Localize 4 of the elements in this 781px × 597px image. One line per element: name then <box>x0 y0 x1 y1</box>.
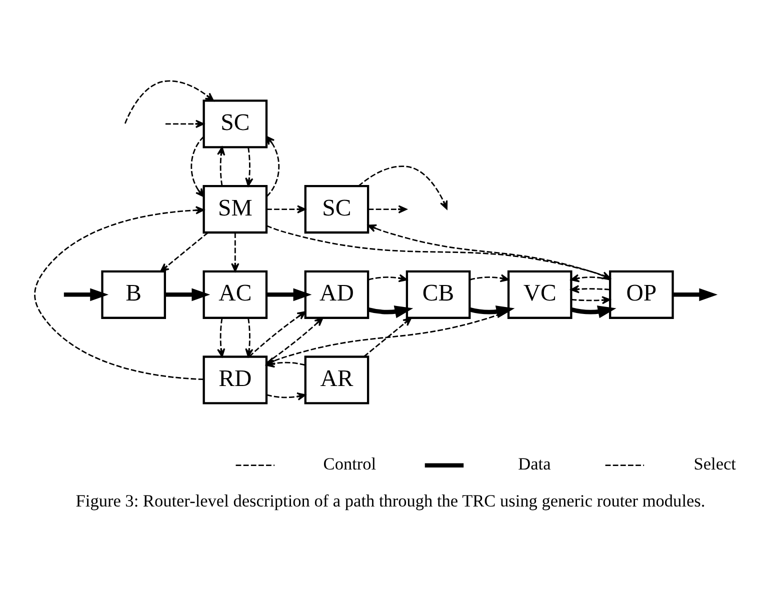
legend-label: Data <box>518 454 551 474</box>
caption: Figure 3: Router-level description of a path through the TRC using generic router modules. <box>76 492 706 511</box>
legend-label: Control <box>323 454 376 474</box>
legend-label: Select <box>694 454 736 474</box>
